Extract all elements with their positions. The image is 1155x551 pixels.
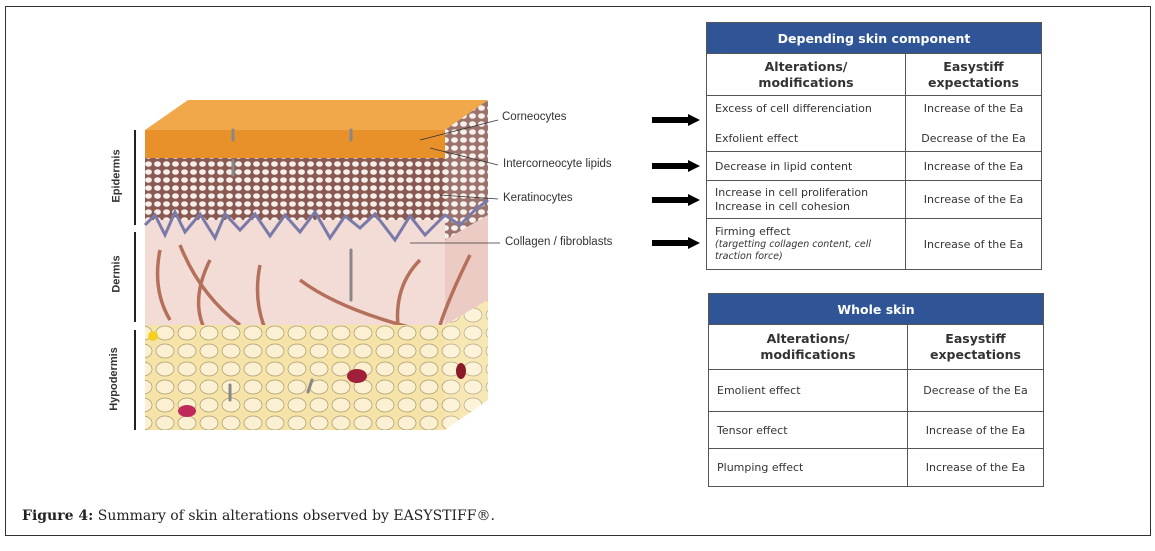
arrow-right-icon <box>652 114 700 126</box>
arrow-right-icon <box>652 237 700 249</box>
stratum-corneum <box>145 130 445 158</box>
cell: Tensor effect <box>708 411 908 449</box>
pointer-lines <box>410 119 500 244</box>
caption-label: Figure 4: <box>22 508 94 524</box>
caption-text: Summary of skin alterations observed by … <box>93 508 495 524</box>
table-row: Decrease in lipid content Increase of th… <box>706 151 1042 181</box>
cell: Increase of the Ea <box>905 151 1042 181</box>
cell: Decrease of the Ea <box>907 369 1044 412</box>
table-title: Whole skin <box>708 293 1044 325</box>
label-corneocytes: Corneocytes <box>502 111 567 123</box>
vessels <box>228 128 353 402</box>
arrow-right-icon <box>652 194 700 206</box>
cell: Plumping effect <box>708 448 908 487</box>
cell: Emolient effect <box>708 369 908 412</box>
figure-frame <box>5 6 1151 536</box>
layer-label-dermis: Dermis <box>110 255 123 293</box>
cell: Increase of the Ea <box>907 448 1044 487</box>
table-title: Depending skin component <box>706 22 1042 54</box>
cell: Exfolient effect <box>715 132 799 145</box>
label-collagen-fibroblasts: Collagen / fibroblasts <box>505 236 613 248</box>
label-intercorneocyte-lipids: Intercorneocyte lipids <box>503 158 612 170</box>
cell: Increase of the Ea <box>905 218 1042 270</box>
figure-caption: Figure 4: Summary of skin alterations ob… <box>22 508 495 524</box>
dermis-layer <box>145 220 445 325</box>
table-row: Plumping effect Increase of the Ea <box>708 448 1044 487</box>
cell: Excess of cell differenciation <box>715 102 872 115</box>
cell: Increase of the Ea <box>907 411 1044 449</box>
layer-label-hypodermis: Hypodermis <box>107 347 120 411</box>
column-header: Easystiff expectations <box>907 324 1044 370</box>
basement-membrane <box>143 198 489 243</box>
table-row: Emolient effect Decrease of the Ea <box>708 369 1044 412</box>
cell: Firming effect <box>715 225 791 238</box>
skin-component-table: Depending skin component Alterations/ mo… <box>706 22 1042 270</box>
corneum-top <box>145 100 488 130</box>
keratinocyte-layer <box>145 158 445 220</box>
whole-skin-table: Whole skin Alterations/ modifications Ea… <box>708 293 1044 487</box>
arrow-right-icon <box>652 160 700 172</box>
skin-diagram <box>134 100 500 430</box>
cell: Increase of the Ea <box>923 102 1024 115</box>
cell: Increase in cell cohesion <box>715 199 851 213</box>
column-header: Alterations/ modifications <box>708 324 908 370</box>
cell: Increase of the Ea <box>905 180 1042 219</box>
cell-note: (targetting collagen content, cell tract… <box>715 239 872 262</box>
collagen-fibers <box>155 244 472 357</box>
cell: Increase in cell proliferation <box>715 185 869 199</box>
label-keratinocytes: Keratinocytes <box>503 192 573 204</box>
layer-label-epidermis: Epidermis <box>110 149 123 203</box>
column-header: Alterations/ modifications <box>706 53 906 96</box>
column-header: Easystiff expectations <box>905 53 1042 96</box>
table-row: Firming effect(targetting collagen conte… <box>706 218 1042 270</box>
cell: Decrease of the Ea <box>921 132 1026 145</box>
table-row: Tensor effect Increase of the Ea <box>708 411 1044 449</box>
cell: Decrease in lipid content <box>706 151 906 181</box>
